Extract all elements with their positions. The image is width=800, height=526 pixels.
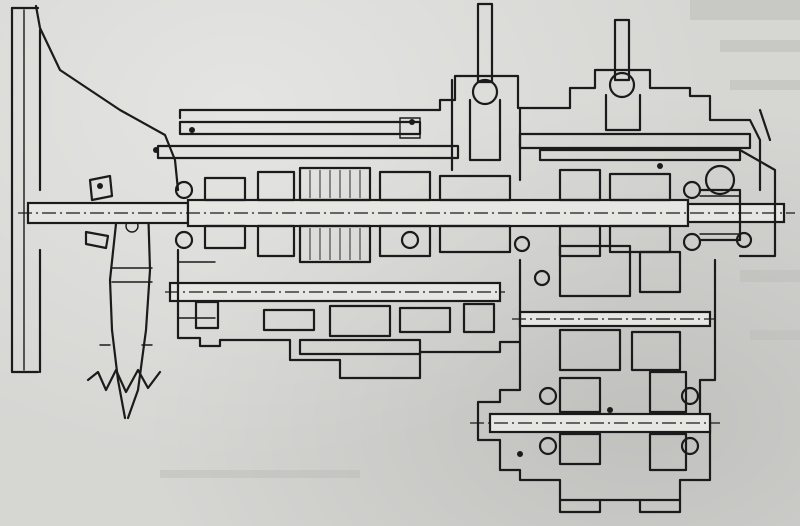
clutch-release-fork xyxy=(86,203,162,420)
gearbox-housing-upper xyxy=(178,68,762,192)
transfer-shaft xyxy=(512,244,716,372)
gearbox-housing-lower xyxy=(176,248,522,380)
bearings xyxy=(174,164,753,456)
paper-bleed-through xyxy=(160,0,800,478)
countershaft xyxy=(165,281,505,356)
main-shaft-gears xyxy=(203,166,672,264)
rear-housing xyxy=(698,108,777,258)
fastener-details xyxy=(84,119,663,457)
shift-rails xyxy=(156,117,752,162)
selector-shafts xyxy=(468,2,642,162)
bell-housing xyxy=(10,4,180,374)
main-shaft xyxy=(18,198,795,228)
transfer-case xyxy=(470,258,720,514)
